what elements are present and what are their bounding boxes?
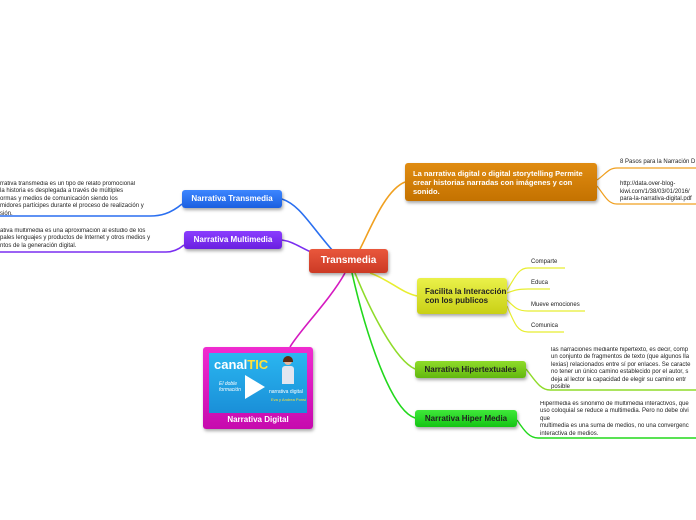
link-facilita-leaf1	[506, 267, 565, 291]
topic-narrativa-hiper-media[interactable]: Narrativa Hiper Media	[415, 410, 517, 427]
link-hiper-note	[525, 368, 696, 391]
image-topic-label: Narrativa Digital	[227, 415, 289, 424]
topic-narrativa-multimedia[interactable]: Narrativa Multimedia	[184, 231, 282, 249]
leaf-comunica[interactable]: Comunica	[531, 323, 559, 329]
link-multimedia-note	[0, 244, 185, 253]
link-digital	[359, 181, 406, 250]
canaltic-thumbnail: canalTIC El doble formación narrativa di…	[209, 353, 307, 413]
leaf-comparte[interactable]: Comparte	[531, 259, 558, 265]
link-facilita-leaf3	[506, 299, 585, 312]
link-hipermedia	[351, 272, 416, 419]
note-hiper-media: Hipermedia es sinónimo de multimedia int…	[540, 401, 689, 437]
presenter-figure	[281, 356, 295, 385]
thumb-subtitle: Eva y Andrea Ponsí	[271, 397, 307, 402]
link-digital-leaf2	[596, 185, 696, 205]
topic-narrativa-digital-storytelling[interactable]: La narrativa digital o digital storytell…	[405, 163, 597, 201]
leaf-educa[interactable]: Educa	[531, 280, 549, 286]
leaf-8-pasos[interactable]: 8 Pasos para la Narración D	[620, 159, 696, 165]
link-transmedia-note	[0, 203, 183, 217]
thumb-title: narrativa digital	[269, 389, 303, 395]
note-hipertextuales: las narraciones mediante hipertexto, es …	[551, 347, 691, 389]
link-facilita-leaf4	[506, 305, 564, 333]
central-topic[interactable]: Transmedia	[309, 249, 388, 273]
topic-narrativa-digital-image[interactable]: canalTIC El doble formación narrativa di…	[203, 347, 313, 429]
thumb-tagline: El doble formación	[219, 381, 241, 393]
link-digital-leaf1	[596, 167, 696, 181]
link-facilita	[369, 272, 418, 297]
link-image	[289, 272, 346, 348]
play-icon	[245, 375, 265, 399]
note-narrativa-transmedia: rrativa transmedia es un tipo de relato …	[0, 181, 144, 215]
topic-narrativa-transmedia[interactable]: Narrativa Transmedia	[182, 190, 282, 208]
topic-narrativa-hipertextuales[interactable]: Narrativa Hipertextuales	[415, 361, 526, 378]
canaltic-logo: canalTIC	[214, 357, 269, 372]
link-media-note	[516, 419, 696, 439]
link-hipertextuales	[354, 272, 416, 370]
leaf-mueve-emociones[interactable]: Mueve emociones	[531, 302, 580, 308]
topic-facilita-interaccion[interactable]: Facilita la Interacción con los publicos	[417, 278, 507, 314]
link-transmedia	[281, 198, 334, 252]
link-facilita-leaf2	[506, 288, 550, 294]
leaf-link-pdf[interactable]: http://data.over-blog- kiwi.com/1/38/03/…	[620, 181, 692, 202]
note-narrativa-multimedia: ativa multimedia es una aproximación al …	[0, 228, 151, 249]
